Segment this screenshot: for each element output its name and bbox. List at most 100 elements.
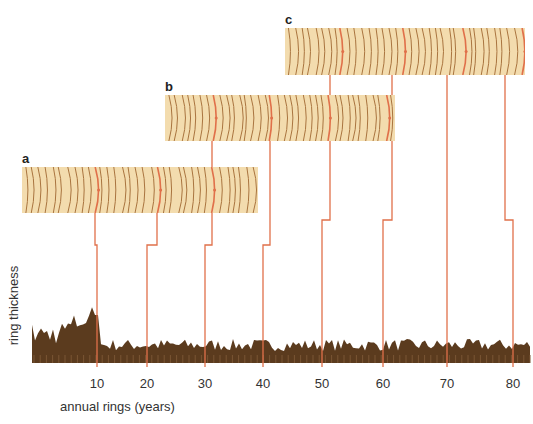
annual-ring <box>38 167 41 213</box>
annual-ring <box>107 167 109 213</box>
ring-bar <box>182 355 183 363</box>
wood-strip <box>285 28 525 75</box>
ring-bar <box>399 355 400 363</box>
annual-ring <box>335 28 337 75</box>
annual-ring <box>192 167 194 213</box>
annual-ring <box>58 167 61 213</box>
leader-line <box>446 75 447 367</box>
ring-bar <box>325 355 326 363</box>
annual-ring <box>358 95 360 141</box>
annual-ring <box>82 167 84 213</box>
ring-bar <box>220 355 221 363</box>
ring-bar <box>443 355 444 363</box>
axis-title: annual rings (years) <box>60 399 175 414</box>
annual-ring <box>369 28 371 75</box>
annual-ring <box>253 167 256 213</box>
sample-letter: b <box>165 80 395 94</box>
ring-bar <box>176 355 177 363</box>
annual-ring <box>362 28 365 75</box>
annual-ring <box>188 95 191 141</box>
annual-ring <box>198 167 201 213</box>
ring-bar <box>430 355 431 363</box>
ring-bar <box>65 355 66 363</box>
ring-bar <box>319 355 320 363</box>
ring-bar <box>474 355 475 363</box>
ring-dot <box>329 117 332 120</box>
annual-ring <box>288 28 290 75</box>
annual-ring <box>169 95 172 141</box>
ring-bar <box>108 355 109 363</box>
annual-ring <box>347 28 350 75</box>
annual-ring <box>227 95 230 141</box>
tick-label: 60 <box>376 376 390 391</box>
annual-ring <box>207 95 210 141</box>
annual-ring <box>169 167 171 213</box>
annual-ring <box>247 167 249 213</box>
ring-bar <box>244 355 245 363</box>
annual-ring <box>303 95 306 141</box>
ring-bar <box>58 355 59 363</box>
ring-bar <box>294 355 295 363</box>
annual-ring <box>200 95 203 141</box>
annual-ring <box>123 167 126 213</box>
ring-bar <box>52 355 53 363</box>
ring-bar <box>350 355 351 363</box>
annual-ring <box>354 28 356 75</box>
annual-ring <box>321 95 323 141</box>
ring-bar <box>393 355 394 363</box>
annual-ring <box>31 167 34 213</box>
annual-ring <box>382 28 385 75</box>
annual-ring <box>179 167 182 213</box>
ring-bar <box>300 355 301 363</box>
annual-ring <box>114 167 116 213</box>
leader-line <box>263 141 270 367</box>
ring-bar <box>114 355 115 363</box>
ring-bar <box>89 355 90 363</box>
annual-ring <box>75 167 78 213</box>
annual-ring <box>251 95 254 141</box>
annual-ring <box>53 167 56 213</box>
tick-label: 20 <box>140 376 154 391</box>
annual-ring <box>474 28 476 75</box>
annual-ring <box>204 167 206 213</box>
ring-bar <box>275 355 276 363</box>
ring-bar <box>461 355 462 363</box>
annual-ring <box>416 28 419 75</box>
annual-ring <box>135 167 138 213</box>
ring-dot <box>215 117 218 120</box>
annual-ring <box>429 28 431 75</box>
ring-bar <box>226 355 227 363</box>
annual-ring <box>220 95 223 141</box>
annual-ring <box>422 28 425 75</box>
ring-bar <box>213 355 214 363</box>
annual-ring <box>193 95 196 141</box>
ring-bar <box>492 355 493 363</box>
ring-bar <box>424 355 425 363</box>
ring-bar <box>362 355 363 363</box>
annual-ring <box>163 167 166 213</box>
annual-ring <box>296 95 299 141</box>
leader-line <box>505 75 513 367</box>
ring-bar <box>523 355 524 363</box>
annual-ring <box>487 28 489 75</box>
ring-bar <box>344 355 345 363</box>
annual-ring <box>290 95 293 141</box>
wood-ground <box>285 28 525 75</box>
ring-bar <box>406 355 407 363</box>
annual-ring <box>435 28 437 75</box>
ring-bar <box>337 355 338 363</box>
ring-bar <box>511 355 512 363</box>
ring-bar <box>83 355 84 363</box>
annual-ring <box>495 28 497 75</box>
ring-dot <box>213 189 216 192</box>
annual-ring <box>515 28 518 75</box>
ring-bar <box>127 355 128 363</box>
annual-ring <box>373 95 376 141</box>
ring-bar <box>158 355 159 363</box>
ring-bar <box>145 355 146 363</box>
annual-ring <box>152 167 155 213</box>
ring-bar <box>381 355 382 363</box>
annual-ring <box>316 28 319 75</box>
ring-bar <box>207 355 208 363</box>
annual-ring <box>409 28 412 75</box>
